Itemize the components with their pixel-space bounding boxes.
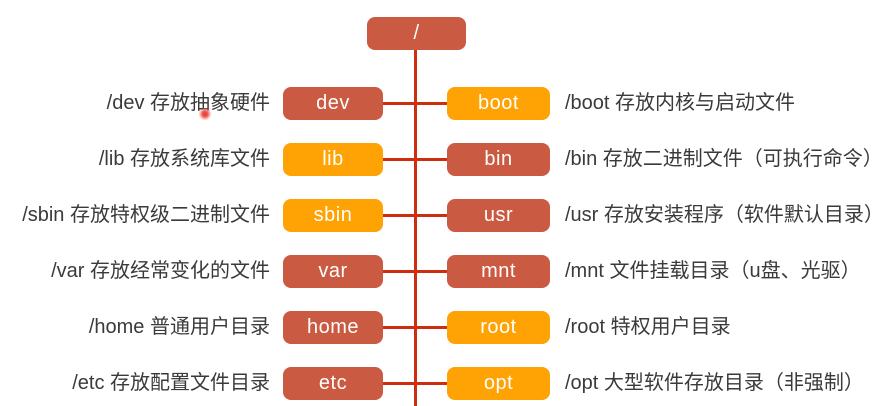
dir-description-right: /boot 存放内核与启动文件 [565, 92, 796, 114]
dir-description-left: /var 存放经常变化的文件 [51, 260, 270, 282]
dir-node-lib: lib [283, 143, 383, 176]
dir-description-right: /bin 存放二进制文件（可执行命令） [565, 148, 883, 170]
tree-row: /sbin 存放特权级二进制文件 sbin usr /usr 存放安装程序（软件… [0, 199, 896, 232]
root-directory-node: / [367, 17, 466, 50]
tree-row: /var 存放经常变化的文件 var mnt /mnt 文件挂载目录（u盘、光驱… [0, 255, 896, 288]
dir-node-usr: usr [447, 199, 550, 232]
branch-connector [383, 214, 447, 217]
branch-connector [383, 270, 447, 273]
dir-node-opt: opt [447, 367, 550, 400]
dir-description-left: /lib 存放系统库文件 [98, 148, 270, 170]
dir-node-bin: bin [447, 143, 550, 176]
dir-description-left: /home 普通用户目录 [88, 316, 270, 338]
branch-connector [383, 326, 447, 329]
dir-description-left: /dev 存放抽象硬件 [106, 92, 270, 114]
dir-description-right: /mnt 文件挂载目录（u盘、光驱） [565, 260, 861, 282]
tree-row: /lib 存放系统库文件 lib bin /bin 存放二进制文件（可执行命令） [0, 143, 896, 176]
tree-row: /dev 存放抽象硬件 dev boot /boot 存放内核与启动文件 [0, 87, 896, 120]
dir-node-home: home [283, 311, 383, 344]
dir-node-root: root [447, 311, 550, 344]
branch-connector [383, 382, 447, 385]
dir-description-left: /sbin 存放特权级二进制文件 [22, 204, 270, 226]
dir-description-left: /etc 存放配置文件目录 [72, 372, 270, 394]
tree-row: /home 普通用户目录 home root /root 特权用户目录 [0, 311, 896, 344]
dir-node-var: var [283, 255, 383, 288]
dir-node-boot: boot [447, 87, 550, 120]
dir-description-right: /opt 大型软件存放目录（非强制） [565, 372, 864, 394]
trunk-line [414, 50, 417, 406]
branch-connector [383, 158, 447, 161]
dir-node-dev: dev [283, 87, 383, 120]
dir-node-mnt: mnt [447, 255, 550, 288]
tree-row: /etc 存放配置文件目录 etc opt /opt 大型软件存放目录（非强制） [0, 367, 896, 400]
branch-connector [383, 102, 447, 105]
dir-description-right: /root 特权用户目录 [565, 316, 731, 338]
dir-node-sbin: sbin [283, 199, 383, 232]
dir-description-right: /usr 存放安装程序（软件默认目录） [565, 204, 884, 226]
dir-node-etc: etc [283, 367, 383, 400]
